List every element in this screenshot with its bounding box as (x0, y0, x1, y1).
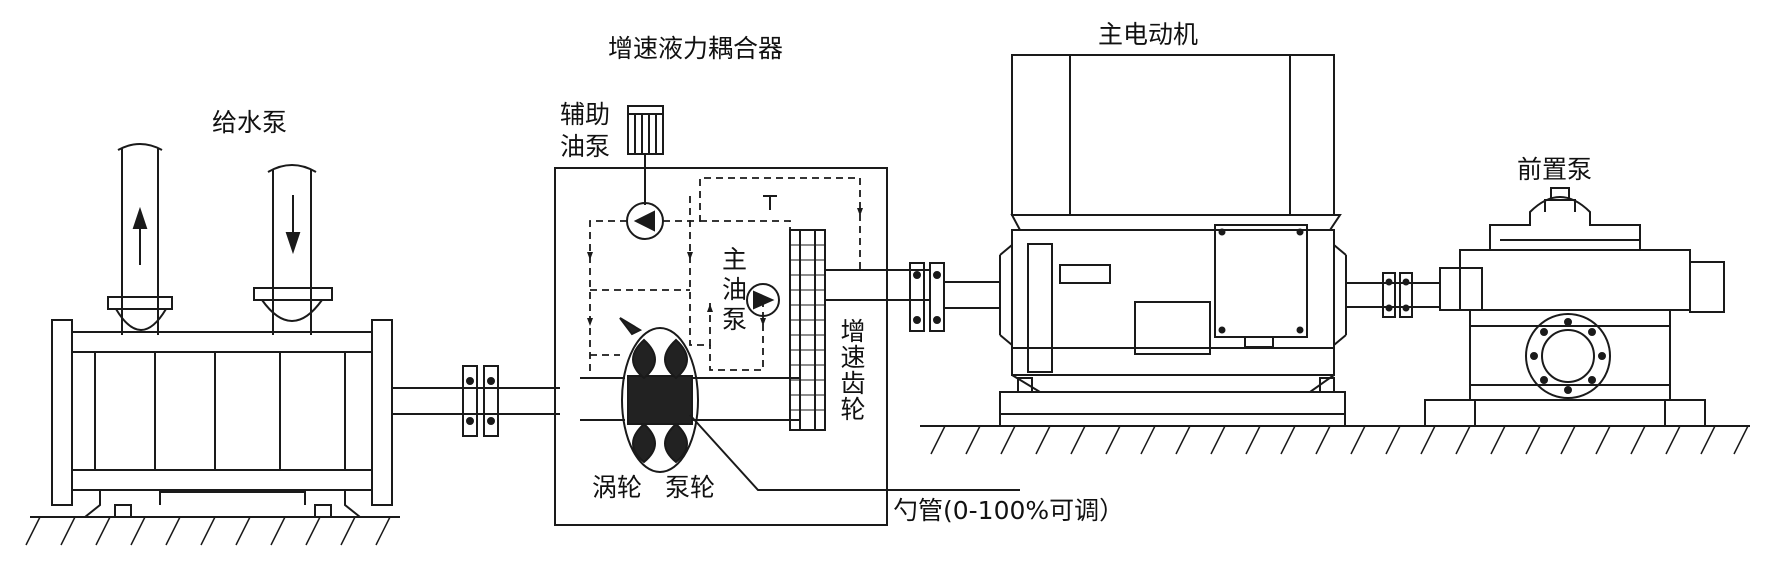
speed-gear (789, 229, 930, 431)
coupler-housing (554, 167, 888, 526)
pump-triangle-icon (753, 290, 775, 310)
oil-arrows (587, 208, 863, 326)
feed-pump (51, 143, 393, 518)
label-feed-pump: 给水泵 (212, 108, 288, 137)
coupling-motor (909, 262, 1000, 332)
oil-valve-icon (763, 195, 777, 210)
label-aux-oil-pump-1: 辅助 (560, 100, 611, 129)
arrow-down-icon (285, 195, 301, 255)
label-aux-oil-pump-2: 油泵 (560, 132, 611, 161)
oil-lines (589, 177, 861, 375)
scoop-arrow-icon (619, 317, 643, 336)
booster-pump (1424, 187, 1725, 427)
coupling-booster (1346, 272, 1440, 318)
aux-oil-pump (626, 105, 664, 240)
label-booster-pump: 前置泵 (1517, 155, 1593, 184)
label-coupler: 增速液力耦合器 (608, 34, 784, 63)
main-motor (999, 54, 1347, 426)
label-main-oil-pump-3: 泵 (722, 305, 748, 334)
label-main-motor: 主电动机 (1098, 20, 1199, 49)
label-speed-gear: 增速齿轮 (837, 318, 866, 422)
label-impeller: 泵轮 (665, 473, 716, 502)
ground-right (920, 425, 1750, 455)
coupling-feedpump (392, 365, 560, 437)
coupler-inner-walls (580, 377, 800, 421)
label-main-oil-pump-2: 油 (722, 275, 748, 304)
label-scoop-tube: 勺管(0-100%可调） (893, 496, 1125, 525)
arrow-up-icon (132, 206, 148, 265)
label-turbine: 涡轮 (592, 473, 643, 502)
scoop-tube-leader (689, 414, 1020, 491)
main-oil-pump (746, 283, 780, 317)
turbine-impeller (619, 317, 699, 473)
pump-triangle-icon (633, 210, 655, 232)
label-main-oil-pump-1: 主 (722, 245, 748, 274)
ground-left (25, 516, 400, 546)
